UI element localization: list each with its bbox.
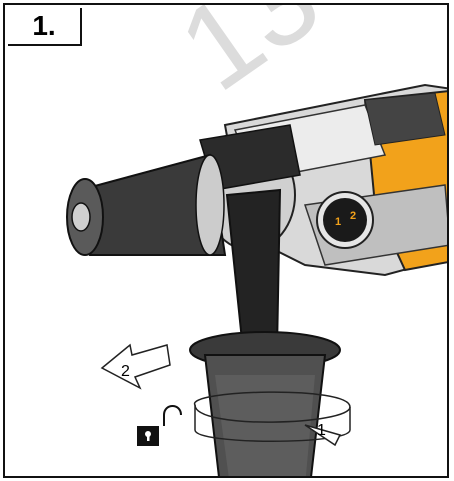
step-number-box: 1. (8, 8, 82, 46)
dial-number-1: 1 (335, 216, 341, 228)
rotate-number: 1 (317, 422, 326, 439)
pull-number: 2 (121, 363, 130, 380)
padlock-unlocked-icon (137, 405, 182, 446)
drill-illustration: 1 2 1 (66, 83, 447, 476)
dial-number-2: 2 (350, 210, 356, 222)
step-label: 1. (32, 10, 56, 41)
auxiliary-handle (189, 188, 341, 476)
pull-arrow: 2 (100, 343, 171, 390)
speed-dial: 1 2 (316, 191, 374, 249)
illustration-frame: 13 1 2 (3, 3, 449, 478)
rotate-arrow: 1 (194, 391, 351, 447)
drill-chuck (66, 153, 227, 256)
